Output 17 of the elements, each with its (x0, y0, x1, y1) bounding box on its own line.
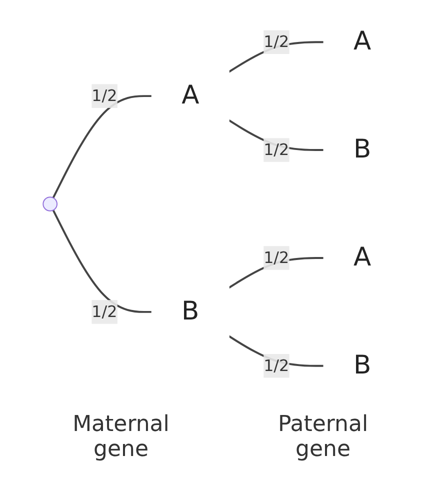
edge-label: 1/2 (264, 140, 290, 159)
edge-label: 1/2 (264, 32, 290, 51)
node-circle (42, 196, 58, 212)
edge-label: 1/2 (264, 356, 290, 375)
connector (52, 210, 152, 313)
connector (52, 95, 152, 198)
column-heading: Maternal gene (72, 412, 170, 462)
node-text: A (353, 242, 372, 272)
node-text: B (353, 134, 372, 164)
column-heading: Paternal gene (276, 412, 370, 462)
edge-label: 1/2 (92, 86, 118, 105)
node-text: A (182, 80, 200, 110)
node-text: B (353, 350, 372, 380)
node-text: A (353, 26, 372, 56)
edge-label: 1/2 (264, 248, 290, 267)
node-text: B (182, 296, 200, 326)
edge-label: 1/2 (92, 302, 118, 321)
